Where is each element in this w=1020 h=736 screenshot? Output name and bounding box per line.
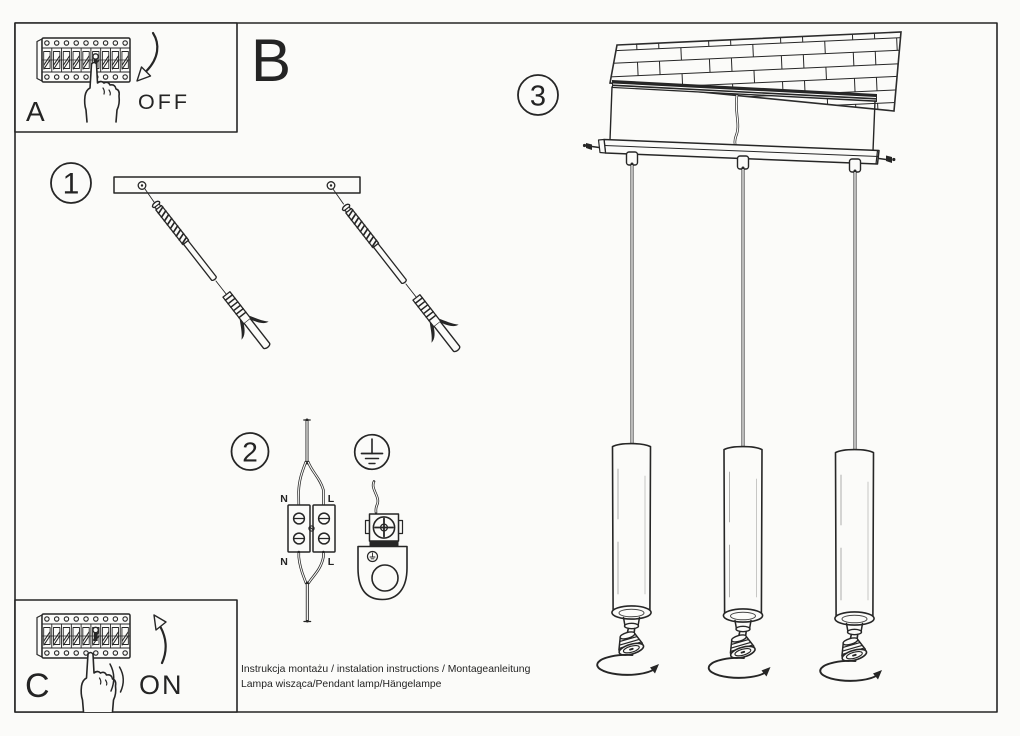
step-3-assembly: 3 xyxy=(517,31,902,682)
mains-cable xyxy=(297,418,325,507)
label-on: ON xyxy=(139,670,184,700)
suspension-line xyxy=(872,100,876,152)
mounting-hole-icon xyxy=(326,181,336,190)
section-c-breaker-on: C ON xyxy=(14,599,238,713)
label-l-top: L xyxy=(328,493,335,505)
screw-anchor-icon xyxy=(331,194,472,361)
step-3-number: 3 xyxy=(530,81,546,113)
label-c: C xyxy=(25,667,50,705)
canopy-bar xyxy=(597,138,880,165)
label-n-top: N xyxy=(280,493,288,505)
step-1-number: 1 xyxy=(63,168,80,201)
toggle-knob-icon xyxy=(92,626,100,634)
breaker-panel-icon xyxy=(37,614,130,658)
canopy-screw-icon xyxy=(878,155,896,163)
footer-line-2: Lampa wisząca/Pendant lamp/Hängelampe xyxy=(241,679,442,690)
off-arrow-icon xyxy=(136,31,159,82)
mounting-bracket xyxy=(357,541,408,601)
page-frame xyxy=(14,22,998,713)
pendant-cable xyxy=(630,162,857,454)
label-l-bottom: L xyxy=(328,556,335,568)
toggle-stem-icon xyxy=(93,632,98,641)
step-1-drill-and-anchors: 1 xyxy=(50,162,472,361)
ground-wire xyxy=(371,480,380,514)
step-2-wiring: 2 N L N L xyxy=(230,418,408,623)
footer-line-1: Instrukcja montażu / instalation instruc… xyxy=(241,664,531,675)
step-1-badge xyxy=(50,162,92,204)
label-a: A xyxy=(26,96,45,127)
label-off: OFF xyxy=(138,90,190,114)
step-3-badge xyxy=(517,74,559,116)
mounting-bar xyxy=(113,176,361,194)
canopy-screw-icon xyxy=(582,143,600,150)
label-b: B xyxy=(251,27,291,94)
breaker-panel-icon xyxy=(37,38,130,82)
label-n-bottom: N xyxy=(280,556,288,568)
step-2-number: 2 xyxy=(242,437,258,468)
mounting-hole-icon xyxy=(137,181,147,190)
section-a-breaker-off: A OFF xyxy=(14,22,238,133)
toggle-knob-icon xyxy=(92,53,100,60)
step-2-badge xyxy=(230,432,270,471)
earth-symbol-icon xyxy=(353,433,391,471)
suspension-line xyxy=(609,86,613,141)
ceiling xyxy=(609,31,902,112)
lamp-cable xyxy=(297,550,325,623)
motion-lines xyxy=(109,663,124,693)
pendant-lamp-icon xyxy=(819,448,883,682)
on-arrow-icon xyxy=(153,614,167,665)
screw-anchor-icon xyxy=(141,191,282,358)
pendant-lamp-icon xyxy=(596,442,660,676)
pendant-lamp-icon xyxy=(707,445,772,679)
terminal-block xyxy=(287,504,336,553)
